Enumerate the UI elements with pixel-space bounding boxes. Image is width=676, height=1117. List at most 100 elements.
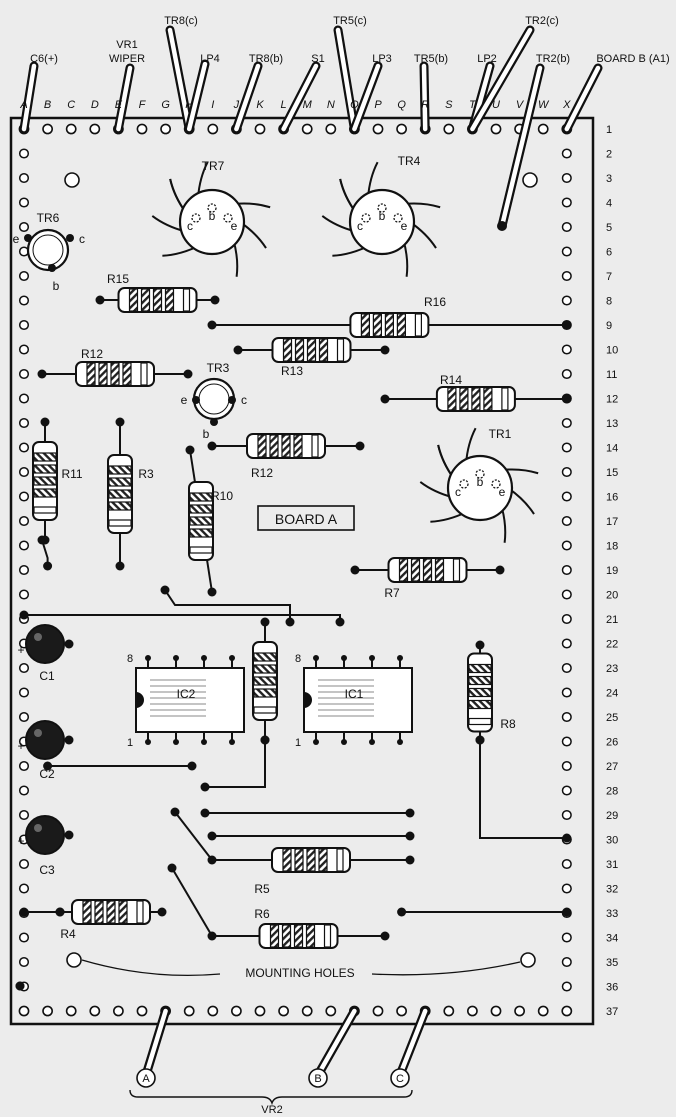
resistor-ic-mid-band: [253, 652, 277, 662]
ic-notch: [136, 692, 144, 708]
header-label-vr1: VR1: [116, 39, 137, 51]
resistor-r16-band: [414, 313, 422, 337]
column-label: S: [445, 99, 453, 111]
resistor-r13-band: [306, 338, 317, 362]
resistor-r16-band: [372, 313, 382, 337]
resistor-label-r16: R16: [424, 295, 446, 309]
lead-tr5b-core: [421, 63, 428, 132]
wire-row29-end: [405, 808, 415, 818]
resistor-r5: [271, 847, 351, 873]
vr2-label: VR2: [261, 1104, 282, 1116]
header-label-board-b: BOARD B (A1): [596, 53, 669, 65]
resistor-r8-band: [468, 699, 492, 710]
resistor-r15: [117, 287, 198, 313]
ic-label: IC2: [177, 687, 196, 701]
resistor-ic-mid-end: [260, 735, 270, 745]
resistor-r16-end: [207, 320, 217, 330]
board-hole: [230, 1005, 242, 1017]
column-label: W: [538, 99, 550, 111]
resistor-r12b-end: [355, 441, 365, 451]
transistor-body: [192, 377, 236, 421]
ic-pin-end: [173, 655, 179, 661]
capacitor-polarity: +: [17, 834, 24, 848]
lead-tr8c-core: [167, 27, 192, 132]
vr2-brace: [129, 1089, 413, 1106]
row-label: 35: [606, 957, 618, 969]
transistor-tr1: cbe: [419, 427, 539, 543]
lead-lp3-core: [352, 63, 381, 132]
resistor-r5-band: [336, 848, 344, 872]
ic-notch: [304, 692, 312, 708]
resistor-r14-end: [380, 394, 390, 404]
transistor-pin-label: e: [499, 485, 506, 499]
wire-row20-end: [285, 617, 295, 627]
column-label: Q: [397, 99, 406, 111]
wire-dummy-end: [15, 981, 25, 991]
board-hole: [254, 123, 266, 135]
board-hole: [561, 736, 572, 747]
resistor-r13-end: [380, 345, 390, 355]
resistor-r10a: [188, 481, 214, 561]
header-label-wiper: WIPER: [109, 53, 145, 65]
row-label: 22: [606, 639, 618, 651]
resistor-r7-band: [434, 558, 445, 582]
transistor-pin-label: c: [241, 393, 247, 407]
lead-vr1-wiper-core: [116, 65, 133, 132]
ic-pin-end: [145, 655, 151, 661]
board-hole: [561, 638, 572, 649]
transistor-pin-label: b: [203, 427, 210, 441]
capacitor-highlight: [34, 633, 42, 641]
lead-tr5c-core: [335, 27, 357, 132]
resistor-ic-mid-band: [253, 664, 277, 674]
row-label: 9: [606, 320, 612, 332]
wire-row21-end: [19, 610, 29, 620]
resistor-label-r8: R8: [500, 717, 516, 731]
board-hole: [537, 1005, 549, 1017]
wire-r4-left-end: [19, 907, 29, 917]
vr2-terminal-label: C: [396, 1073, 404, 1085]
board-hole: [561, 981, 572, 992]
header-label-tr2b: TR2(b): [536, 53, 570, 65]
resistor-r12a: [75, 361, 155, 387]
resistor-label-r10: R10: [211, 489, 233, 503]
row-label: 8: [606, 296, 612, 308]
capacitor-c3: +: [17, 815, 74, 855]
board-hole: [301, 1005, 313, 1017]
resistor-label-r15: R15: [107, 272, 129, 286]
board-hole: [18, 368, 30, 380]
row-label: 13: [606, 418, 618, 430]
ic-pin-end: [173, 739, 179, 745]
resistor-r10a-band: [189, 546, 213, 554]
board-hole: [561, 564, 572, 576]
column-label: T: [469, 99, 477, 111]
board-hole: [443, 123, 455, 135]
resistor-r4-band: [136, 900, 144, 924]
resistor-r3: [107, 454, 133, 534]
resistor-r5-band: [306, 848, 316, 872]
header-label-tr8c: TR8(c): [164, 15, 198, 27]
resistor-r10a-end: [185, 445, 195, 455]
resistor-r13: [271, 337, 352, 363]
board-hole: [561, 491, 572, 502]
ic-pin-end: [229, 739, 235, 745]
row-label: 33: [606, 908, 618, 920]
board-hole: [561, 515, 572, 527]
resistor-r14: [435, 386, 516, 412]
board-hole: [396, 123, 407, 135]
resistor-r14-band: [471, 387, 481, 411]
row-label: 20: [606, 590, 618, 602]
resistor-r12b-band: [281, 434, 291, 458]
wire-row20-end: [160, 585, 170, 595]
resistor-r8-band: [468, 663, 492, 674]
board-hole: [18, 442, 30, 453]
header-label-tr5b: TR5(b): [414, 53, 448, 65]
transistor-label-tr7: TR7: [202, 159, 225, 173]
board-hole: [396, 1005, 407, 1017]
board-hole: [136, 123, 148, 135]
header-label-tr8b: TR8(b): [249, 53, 283, 65]
mounting-holes-label: MOUNTING HOLES: [245, 966, 354, 980]
row-label: 1: [606, 124, 612, 136]
transistor-pin: [48, 264, 56, 272]
